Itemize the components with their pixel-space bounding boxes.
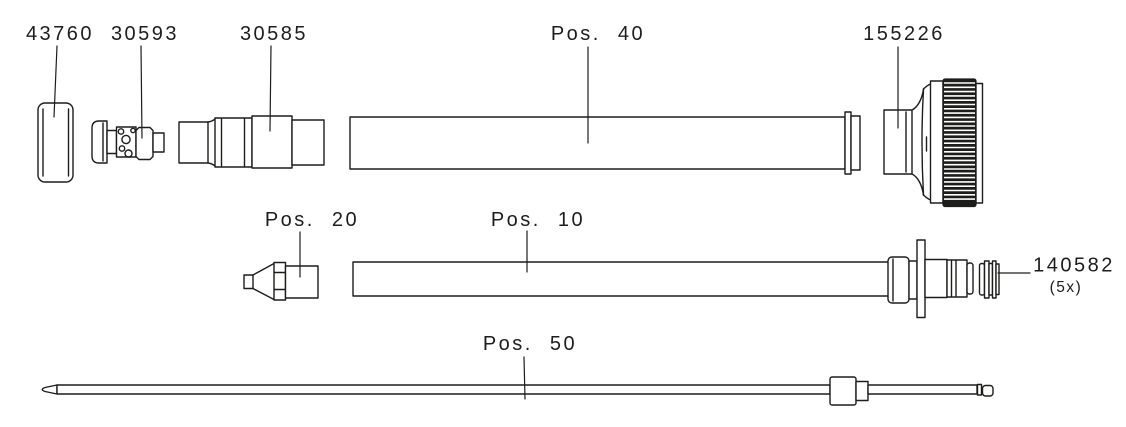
connector-ring-lines [950,260,957,297]
leader-line-30585 [269,45,272,132]
seal-rib [978,262,986,296]
adapter-right-section [291,119,325,166]
wheel-band [929,80,944,204]
tube-end-collar [850,115,861,171]
sleeve-hole [118,145,126,152]
rod-block [829,376,857,406]
part-155226-drawing [883,78,984,208]
nozzle-ring-lines [273,271,287,291]
part-pos-50-drawing [41,376,994,406]
leader-lines [53,45,1031,400]
chamfered-block [135,126,154,161]
part-pos-10-drawing [352,239,974,319]
part-label-43760: 43760 [26,23,94,45]
connector-flange-plate [916,239,926,319]
part-label-30593: 30593 [111,23,179,45]
tube-end-flange [844,111,852,175]
part-30593-drawing [91,120,165,164]
wheel-bell-edge [921,88,925,196]
adapter-left-section [178,121,209,164]
rod-step [855,380,869,402]
rod-point [41,384,58,395]
part-pos-40-drawing [349,111,861,175]
cap-edge-lines [42,108,70,177]
rod-end-ring [976,383,983,396]
inner-tube [352,261,891,297]
wheel-rim [975,82,984,204]
outer-tube [349,116,846,170]
part-pos-20-drawing [243,261,319,301]
knurl-grooves [944,82,975,200]
part-label-pos-50: Pos. 50 [483,333,577,355]
rod-shaft-end [867,384,978,395]
sleeve-hole [124,149,133,158]
nozzle-ring [273,261,287,301]
part-quantity-140582: (5x) [1050,279,1083,296]
nozzle-cone [252,262,275,301]
neck [106,129,118,155]
part-30585-drawing [178,115,325,169]
rod-end-cap [981,384,994,397]
connector-cylinder [924,258,948,299]
part-label-pos-40: Pos. 40 [551,23,645,45]
part-140582-drawing [978,260,1000,299]
connector-end-cap [966,262,974,295]
connector-collar [887,256,910,304]
connector-neck [908,260,918,300]
adapter-center-block [251,115,293,169]
rod-shaft [56,384,831,395]
part-label-pos-20: Pos. 20 [265,209,359,231]
leader-line-30593 [140,45,143,139]
sleeve-hole [130,127,136,134]
perforated-sleeve [115,126,137,158]
nozzle-body [284,265,319,299]
seal-rib [995,263,1000,296]
part-label-140582: 140582 [1033,255,1115,277]
cap-body [37,102,74,183]
part-labels: 43760 30593 30585 Pos. 40 155226 Pos. 20… [26,23,1115,355]
adapter-ring-lines [220,118,246,167]
part-43760-drawing [37,102,74,183]
flange-head [91,120,108,164]
sleeve-hole [117,128,125,135]
sleeve-hole [121,134,131,145]
part-label-155226: 155226 [863,23,945,45]
nozzle-tip [243,274,254,290]
adapter-mid-section [214,117,253,168]
part-label-30585: 30585 [240,23,308,45]
leader-line-43760 [53,45,58,118]
stub [152,132,165,153]
connector-ring-section [946,259,968,298]
part-label-pos-10: Pos. 10 [491,209,585,231]
leader-line-pos-50 [523,356,526,400]
